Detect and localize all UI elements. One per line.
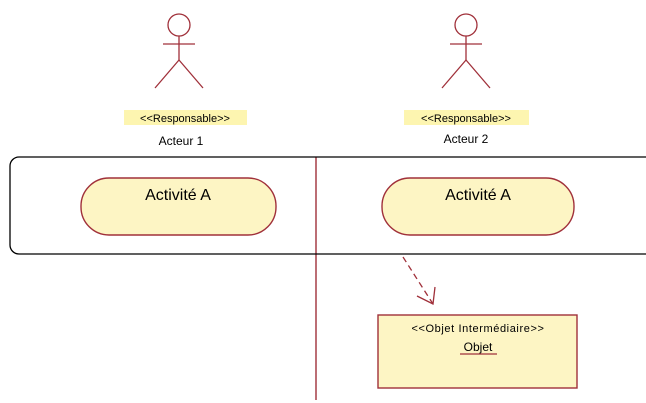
activity-1-shape [80, 177, 277, 236]
actor-1-stereotype: <<Responsable>> [140, 113, 230, 125]
activity-1[interactable]: Activité A [80, 177, 277, 236]
object-node-name: Objet [464, 340, 493, 354]
actor-1[interactable]: <<Responsable>> Acteur 1 [124, 13, 247, 148]
dependency-arrow[interactable] [402, 256, 436, 305]
actor-1-stereotype-bg [124, 110, 247, 125]
activity-2-shape [381, 177, 575, 236]
object-node-box [377, 314, 578, 389]
stick-figure-icon [441, 13, 491, 89]
object-node[interactable]: <<Objet Intermédiaire>> Objet [377, 314, 578, 389]
actor-2-stereotype-bg [404, 110, 529, 125]
activity-2[interactable]: Activité A [381, 177, 575, 236]
actor-2-name: Acteur 2 [444, 132, 489, 146]
stick-figure-icon [154, 13, 204, 89]
actor-2-stereotype: <<Responsable>> [421, 113, 511, 125]
actor-2[interactable]: <<Responsable>> Acteur 2 [404, 13, 529, 146]
activity-2-label: Activité A [445, 187, 511, 204]
actor-1-name: Acteur 1 [159, 134, 204, 148]
object-node-stereotype: <<Objet Intermédiaire>> [411, 323, 544, 335]
swimlane-partition[interactable] [9, 156, 646, 255]
activity-1-label: Activité A [145, 187, 211, 204]
